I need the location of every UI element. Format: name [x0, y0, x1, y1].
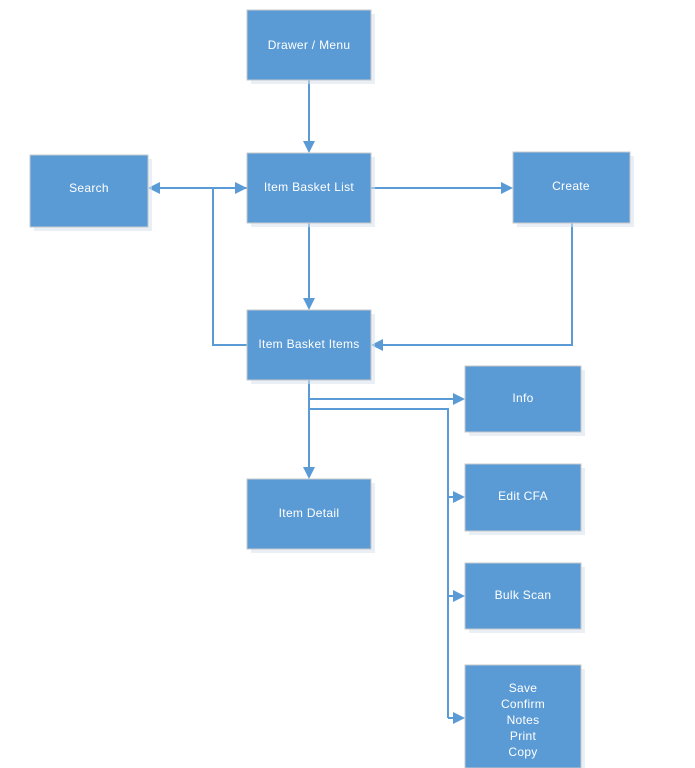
node-search[interactable]: Search: [29, 154, 152, 231]
node-item-basket-items[interactable]: Item Basket Items: [246, 309, 375, 384]
edge-list-to-items: [303, 223, 315, 310]
edge-items-to-bulk-scan: [448, 590, 465, 602]
edge-items-to-edit-cfa: [448, 491, 465, 503]
edge-items-to-save-actions: [448, 712, 465, 724]
node-info[interactable]: Info: [464, 365, 585, 436]
node-item-basket-list[interactable]: Item Basket List: [246, 152, 375, 227]
edges-layer: [148, 80, 573, 724]
node-save-actions[interactable]: Save Confirm Notes Print Copy: [464, 664, 585, 768]
node-create[interactable]: Create: [512, 151, 634, 227]
edge-items-trunk: [309, 408, 449, 718]
edge-items-to-item-detail: [303, 380, 315, 479]
edge-create-to-items: [371, 223, 573, 351]
nodes-layer: Drawer / Menu Search Item Basket List Cr…: [29, 9, 634, 768]
edge-items-to-list: [212, 182, 247, 346]
node-item-detail[interactable]: Item Detail: [246, 478, 375, 553]
edge-list-to-create: [371, 182, 513, 194]
node-drawer-menu[interactable]: Drawer / Menu: [246, 9, 375, 84]
edge-drawer-to-list: [303, 80, 315, 153]
node-bulk-scan[interactable]: Bulk Scan: [464, 562, 585, 633]
node-edit-cfa[interactable]: Edit CFA: [464, 463, 585, 535]
